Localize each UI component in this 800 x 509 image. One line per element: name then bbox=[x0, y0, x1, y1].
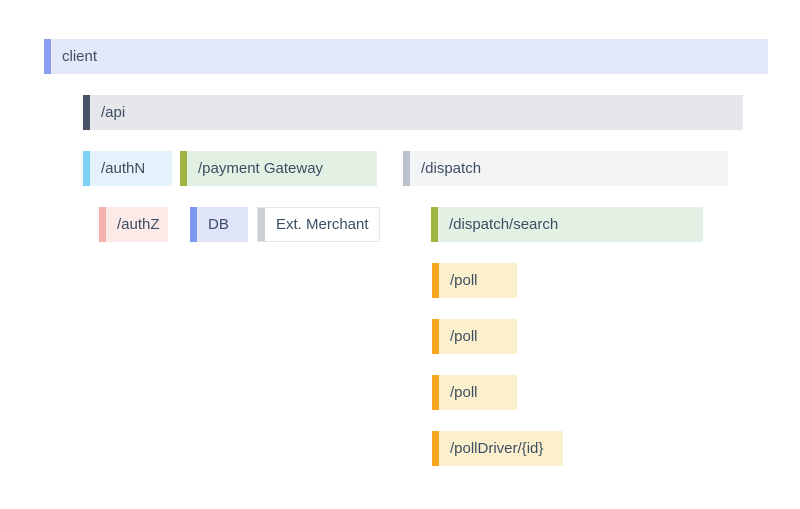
span-polldriver-id[interactable]: /pollDriver/{id} bbox=[432, 431, 563, 466]
span-accent-bar bbox=[258, 208, 265, 241]
span-label: /poll bbox=[450, 328, 478, 345]
span-accent-bar bbox=[180, 151, 187, 186]
span-authz[interactable]: /authZ bbox=[99, 207, 168, 242]
span-label: /authZ bbox=[117, 216, 160, 233]
span-poll-2[interactable]: /poll bbox=[432, 319, 517, 354]
span-label: /api bbox=[101, 104, 126, 121]
span-client[interactable]: client bbox=[44, 39, 768, 74]
span-authn[interactable]: /authN bbox=[83, 151, 172, 186]
span-label: Ext. Merchant bbox=[276, 216, 369, 233]
span-label: /poll bbox=[450, 384, 478, 401]
span-label: /dispatch bbox=[421, 160, 482, 177]
span-accent-bar bbox=[432, 319, 439, 354]
span-accent-bar bbox=[190, 207, 197, 242]
span-label: /payment Gateway bbox=[198, 160, 324, 177]
span-accent-bar bbox=[432, 263, 439, 298]
span-accent-bar bbox=[431, 207, 438, 242]
span-dispatch-search[interactable]: /dispatch/search bbox=[431, 207, 703, 242]
span-poll-3[interactable]: /poll bbox=[432, 375, 517, 410]
span-label: client bbox=[62, 48, 98, 65]
span-label: /poll bbox=[450, 272, 478, 289]
span-db[interactable]: DB bbox=[190, 207, 248, 242]
span-accent-bar bbox=[44, 39, 51, 74]
span-accent-bar bbox=[99, 207, 106, 242]
span-label: /dispatch/search bbox=[449, 216, 559, 233]
span-label: /authN bbox=[101, 160, 146, 177]
span-poll-1[interactable]: /poll bbox=[432, 263, 517, 298]
span-accent-bar bbox=[83, 95, 90, 130]
span-label: DB bbox=[208, 216, 229, 233]
span-accent-bar bbox=[432, 375, 439, 410]
span-accent-bar bbox=[432, 431, 439, 466]
span-accent-bar bbox=[83, 151, 90, 186]
span-ext-merchant[interactable]: Ext. Merchant bbox=[257, 207, 380, 242]
span-payment-gateway[interactable]: /payment Gateway bbox=[180, 151, 377, 186]
span-api[interactable]: /api bbox=[83, 95, 743, 130]
span-dispatch[interactable]: /dispatch bbox=[403, 151, 728, 186]
span-label: /pollDriver/{id} bbox=[450, 440, 544, 457]
span-accent-bar bbox=[403, 151, 410, 186]
